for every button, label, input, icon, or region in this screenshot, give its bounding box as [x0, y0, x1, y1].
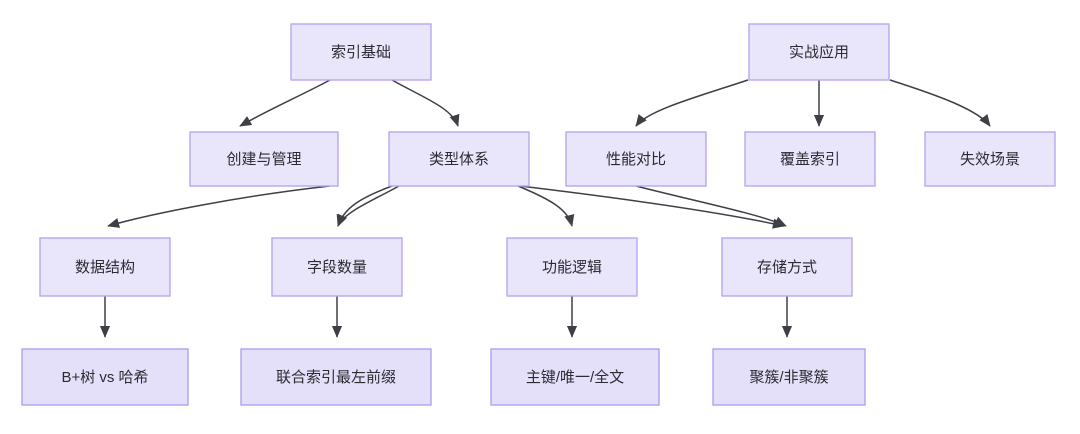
node-box[interactable] — [924, 131, 1056, 187]
flow-edge — [889, 79, 991, 127]
flow-edge — [391, 79, 460, 127]
node-label: 功能逻辑 — [542, 259, 602, 276]
flow-node[interactable]: 失效场景 — [924, 131, 1056, 187]
flow-node[interactable]: 索引基础 — [290, 23, 432, 81]
flow-node[interactable]: 类型体系 — [388, 131, 530, 187]
node-label: 类型体系 — [429, 151, 489, 168]
node-label: 实战应用 — [789, 43, 849, 61]
flow-node[interactable]: 性能对比 — [565, 131, 707, 187]
node-box[interactable] — [189, 131, 339, 187]
node-box[interactable] — [240, 348, 432, 406]
node-label: 聚簇/非聚簇 — [749, 368, 828, 386]
flow-edge — [336, 185, 393, 227]
node-box[interactable] — [271, 237, 403, 297]
edges-layer — [99, 79, 991, 338]
node-label: B+树 vs 哈希 — [61, 369, 148, 386]
flow-node[interactable]: 存储方式 — [721, 237, 853, 297]
flow-node[interactable]: 实战应用 — [748, 23, 890, 81]
flow-node[interactable]: 功能逻辑 — [506, 237, 638, 297]
node-label: 联合索引最左前缀 — [276, 369, 396, 386]
flow-edge — [519, 185, 785, 229]
flow-node[interactable]: 创建与管理 — [189, 131, 339, 187]
flow-node[interactable]: 数据结构 — [39, 237, 171, 297]
node-box[interactable] — [490, 348, 660, 406]
flow-edge — [635, 185, 787, 227]
node-label: 索引基础 — [331, 44, 391, 61]
flow-node[interactable]: B+树 vs 哈希 — [21, 348, 189, 406]
flow-edge — [239, 79, 331, 127]
flow-edge — [517, 185, 575, 227]
node-box[interactable] — [506, 237, 638, 297]
node-box[interactable] — [290, 23, 432, 81]
node-label: 字段数量 — [307, 259, 367, 276]
node-label: 覆盖索引 — [780, 151, 840, 168]
node-box[interactable] — [744, 131, 876, 187]
node-box[interactable] — [21, 348, 189, 406]
node-box[interactable] — [748, 23, 890, 81]
flow-node[interactable]: 主键/唯一/全文 — [490, 348, 660, 406]
node-label: 数据结构 — [75, 259, 135, 276]
node-label: 性能对比 — [606, 151, 666, 168]
node-label: 失效场景 — [960, 151, 1020, 168]
node-box[interactable] — [388, 131, 530, 187]
node-box[interactable] — [565, 131, 707, 187]
node-box[interactable] — [721, 237, 853, 297]
flow-edge — [337, 185, 400, 227]
node-box[interactable] — [39, 237, 171, 297]
node-box[interactable] — [712, 348, 866, 406]
node-label: 主键/唯一/全文 — [526, 368, 624, 386]
flow-node[interactable]: 覆盖索引 — [744, 131, 876, 187]
flow-node[interactable]: 字段数量 — [271, 237, 403, 297]
flow-edge — [635, 79, 749, 127]
flow-node[interactable]: 联合索引最左前缀 — [240, 348, 432, 406]
node-label: 创建与管理 — [226, 151, 301, 168]
node-label: 存储方式 — [757, 259, 817, 276]
flow-edge — [107, 185, 331, 228]
flow-node[interactable]: 聚簇/非聚簇 — [712, 348, 866, 406]
